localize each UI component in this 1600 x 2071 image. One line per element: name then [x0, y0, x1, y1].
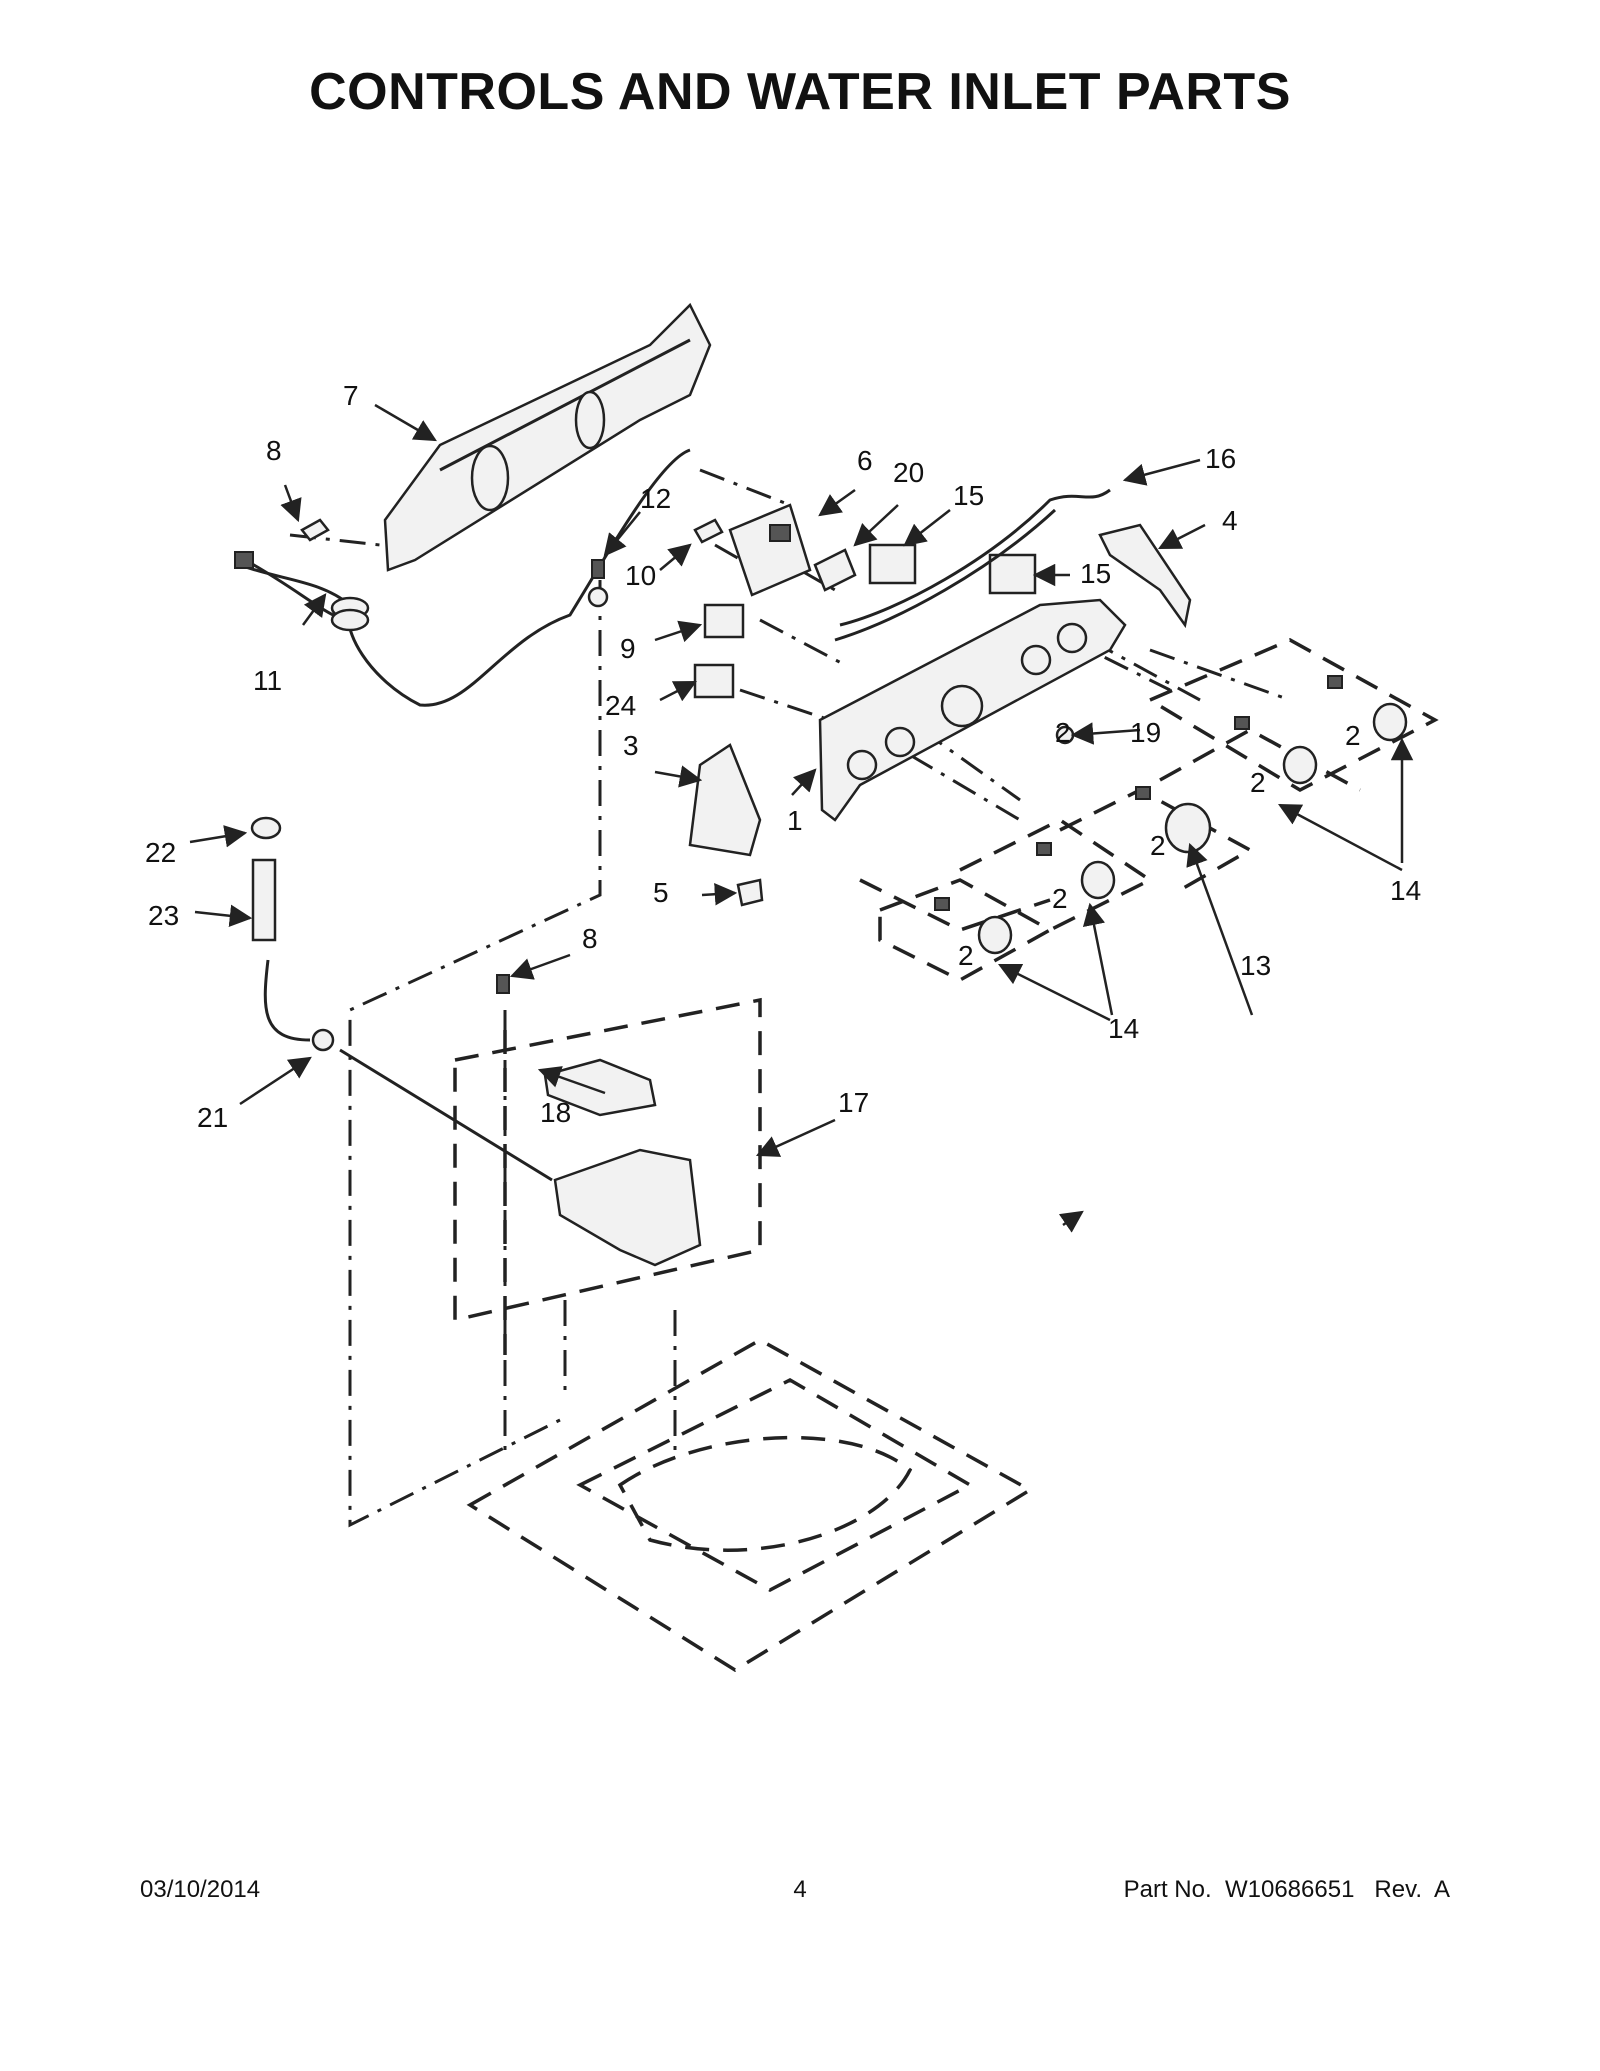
assembly-guide-lines [289, 468, 1291, 1528]
callout-labels: 1 2 2 2 2 2 2 3 4 5 6 7 8 8 9 10 11 12 1… [145, 380, 1421, 1133]
callout-3: 3 [623, 730, 639, 761]
callout-14-right: 14 [1390, 875, 1421, 906]
knob-lower-2 [934, 897, 1013, 955]
callout-2-f: 2 [958, 940, 974, 971]
callout-15-left: 15 [953, 480, 984, 511]
cabinet-top-frame [466, 1337, 1034, 1673]
control-board [728, 503, 812, 597]
callout-21: 21 [197, 1102, 228, 1133]
wire-harness [834, 488, 1111, 642]
screw-10 [693, 518, 724, 544]
callout-5: 5 [653, 877, 669, 908]
callout-16: 16 [1205, 443, 1236, 474]
callout-23: 23 [148, 900, 179, 931]
callout-2-a: 2 [1055, 717, 1071, 748]
callout-2-d: 2 [1150, 830, 1166, 861]
knob-center-large [1135, 786, 1212, 854]
footer-part-number: Part No. W10686651 Rev. A [1123, 1876, 1450, 1903]
rear-control-panel [383, 302, 712, 572]
callout-24: 24 [605, 690, 636, 721]
selector-switch-right [988, 553, 1037, 595]
screw-8-top [300, 518, 330, 542]
inlet-screen [250, 816, 282, 840]
console-end-cap-right [1098, 523, 1192, 629]
callout-2-b: 2 [1250, 767, 1266, 798]
clip [736, 878, 764, 907]
footer-page-number: 4 [793, 1876, 807, 1903]
callout-10: 10 [625, 560, 656, 591]
callout-6: 6 [857, 445, 873, 476]
switch-24 [693, 663, 735, 699]
ground-screw [587, 559, 609, 608]
callout-12: 12 [640, 483, 671, 514]
knob-lower-1 [1036, 842, 1116, 900]
callout-11: 11 [253, 665, 282, 696]
valve-kit-dashed-box [453, 997, 762, 1355]
washer-21 [311, 1028, 335, 1052]
switch-bracket [813, 548, 857, 592]
callout-4: 4 [1222, 505, 1238, 536]
callout-1: 1 [787, 805, 803, 836]
callout-20: 20 [893, 457, 924, 488]
callout-18: 18 [540, 1097, 571, 1128]
callout-8-top: 8 [266, 435, 282, 466]
callout-17: 17 [838, 1087, 869, 1118]
callout-19: 19 [1130, 717, 1161, 748]
callout-22: 22 [145, 837, 176, 868]
inlet-hose [251, 858, 311, 1042]
knob-top-right-2 [1327, 675, 1408, 742]
callout-2-c: 2 [1345, 720, 1361, 751]
screw-8-lower [496, 974, 510, 994]
callout-2-e: 2 [1052, 883, 1068, 914]
callout-7: 7 [343, 380, 359, 411]
callout-15-right: 15 [1080, 558, 1111, 589]
water-inlet-valve [553, 1148, 702, 1267]
callout-9: 9 [620, 633, 636, 664]
callout-14-lower: 14 [1108, 1013, 1139, 1044]
control-console [818, 598, 1127, 822]
page-title: CONTROLS AND WATER INLET PARTS [309, 63, 1291, 121]
knob-top-right-1 [1234, 716, 1318, 785]
console-end-cap-left [688, 743, 762, 857]
callout-13: 13 [1240, 950, 1271, 981]
switch-9 [703, 603, 745, 639]
leader-arrows [189, 403, 1414, 1233]
valve-harness [543, 1058, 657, 1117]
callout-8-lower: 8 [582, 923, 598, 954]
selector-switch-left [868, 543, 917, 585]
footer-date: 03/10/2014 [140, 1876, 261, 1903]
